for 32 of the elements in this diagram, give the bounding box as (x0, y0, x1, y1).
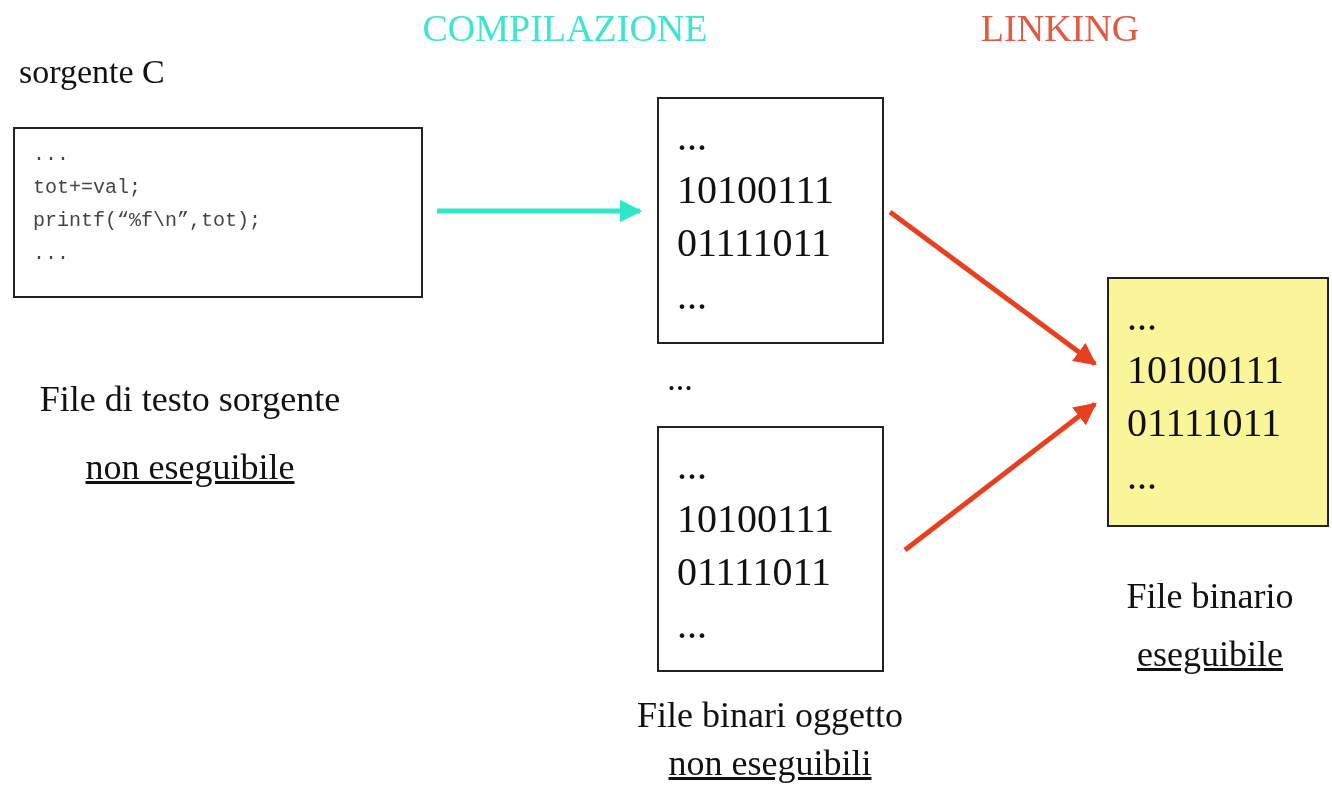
code-line: tot+=val; (33, 176, 142, 199)
binary-text: ... (677, 442, 707, 489)
arrow (903, 402, 1097, 552)
code-line: ... (33, 143, 69, 166)
caption-text: File binario (1126, 575, 1294, 617)
binary-text: ... (677, 272, 707, 319)
arrow (888, 210, 1097, 366)
binary-text: 01111011 (677, 548, 832, 595)
code-line: printf(“%f\n”,tot); (33, 209, 262, 232)
caption-text: File di testo sorgente (39, 378, 341, 420)
binary-text: ... (1127, 293, 1157, 340)
binary-text: 10100111 (677, 495, 835, 542)
binary-text: 10100111 (1127, 346, 1285, 393)
caption-text: File binari oggetto (637, 694, 903, 736)
caption-text: eseguibile (1137, 633, 1283, 675)
caption-text: non eseguibile (85, 446, 295, 488)
binary-text: 01111011 (677, 219, 832, 266)
code-line: ... (33, 242, 69, 265)
heading-text: sorgente C (19, 53, 165, 91)
binary-file-box (657, 97, 884, 344)
binary-text: ... (1127, 452, 1157, 499)
caption-text: non eseguibili (668, 742, 872, 784)
arrow (437, 199, 643, 223)
binary-file-box (657, 426, 884, 672)
binary-text: 01111011 (1127, 399, 1282, 446)
phase-label: COMPILAZIONE (422, 6, 708, 50)
ellipsis-text: ... (667, 360, 693, 398)
binary-file-box (1107, 277, 1329, 527)
binary-text: ... (677, 601, 707, 648)
binary-text: 10100111 (677, 166, 835, 213)
binary-text: ... (677, 113, 707, 160)
phase-label: LINKING (980, 6, 1140, 50)
